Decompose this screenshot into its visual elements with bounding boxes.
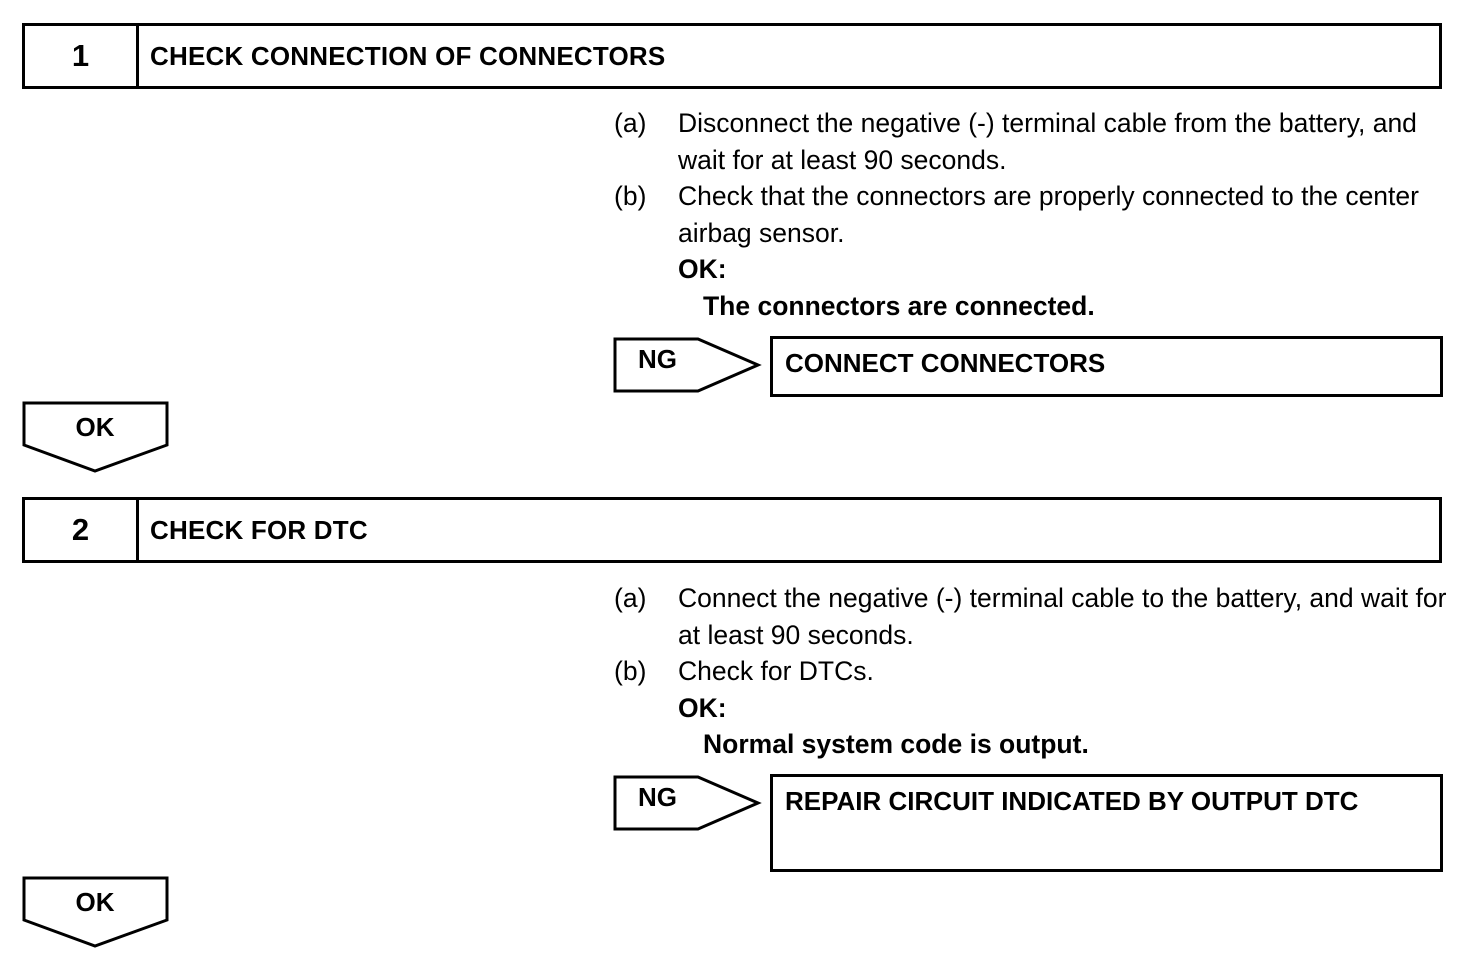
- ng-action-box: CONNECT CONNECTORS: [770, 336, 1443, 397]
- step-2-header: 2 CHECK FOR DTC: [22, 497, 1442, 563]
- ok-arrow[interactable]: OK: [22, 400, 170, 474]
- ng-arrow[interactable]: NG: [612, 336, 762, 396]
- ng-arrow[interactable]: NG: [612, 774, 762, 834]
- ng-arrow-icon: [613, 337, 762, 393]
- step-number: 2: [25, 500, 139, 560]
- step-number: 1: [25, 26, 139, 86]
- ok-criteria-label: OK:: [678, 692, 727, 723]
- instruction-text: Disconnect the negative (-) terminal cab…: [678, 108, 1417, 175]
- instruction-item: (b) Check that the connectors are proper…: [614, 178, 1454, 251]
- instruction-label: (b): [614, 181, 647, 211]
- ok-arrow-label: OK: [75, 887, 115, 917]
- instruction-label: (a): [614, 583, 647, 613]
- ng-label: NG: [638, 782, 677, 812]
- step-title: CHECK FOR DTC: [150, 514, 368, 545]
- instruction-item: (a) Disconnect the negative (-) terminal…: [614, 105, 1454, 178]
- ok-criteria-value: Normal system code is output.: [703, 729, 1089, 759]
- ok-arrow-label: OK: [75, 412, 115, 442]
- ok-arrow-icon: [22, 876, 169, 948]
- ok-arrow-icon: [22, 401, 169, 473]
- step-1-header: 1 CHECK CONNECTION OF CONNECTORS: [22, 23, 1442, 89]
- instruction-item: (b) Check for DTCs.: [614, 653, 1454, 690]
- ng-label: NG: [638, 344, 677, 374]
- ng-action-box: REPAIR CIRCUIT INDICATED BY OUTPUT DTC: [770, 774, 1443, 872]
- ng-arrow-icon: [613, 775, 762, 831]
- ok-criteria-label: OK:: [678, 254, 727, 284]
- instruction-text: Check for DTCs.: [678, 656, 874, 686]
- instruction-label: (b): [614, 656, 647, 686]
- instruction-label: (a): [614, 108, 647, 138]
- instruction-text: Connect the negative (-) terminal cable …: [678, 583, 1447, 650]
- step-1-instructions: (a) Disconnect the negative (-) terminal…: [614, 105, 1454, 324]
- ok-criteria-value: The connectors are connected.: [703, 290, 1095, 321]
- step-title: CHECK CONNECTION OF CONNECTORS: [150, 40, 666, 71]
- step-2-instructions: (a) Connect the negative (-) terminal ca…: [614, 580, 1454, 763]
- instruction-item: (a) Connect the negative (-) terminal ca…: [614, 580, 1454, 653]
- instruction-text: Check that the connectors are properly c…: [678, 181, 1419, 248]
- ok-arrow[interactable]: OK: [22, 875, 170, 949]
